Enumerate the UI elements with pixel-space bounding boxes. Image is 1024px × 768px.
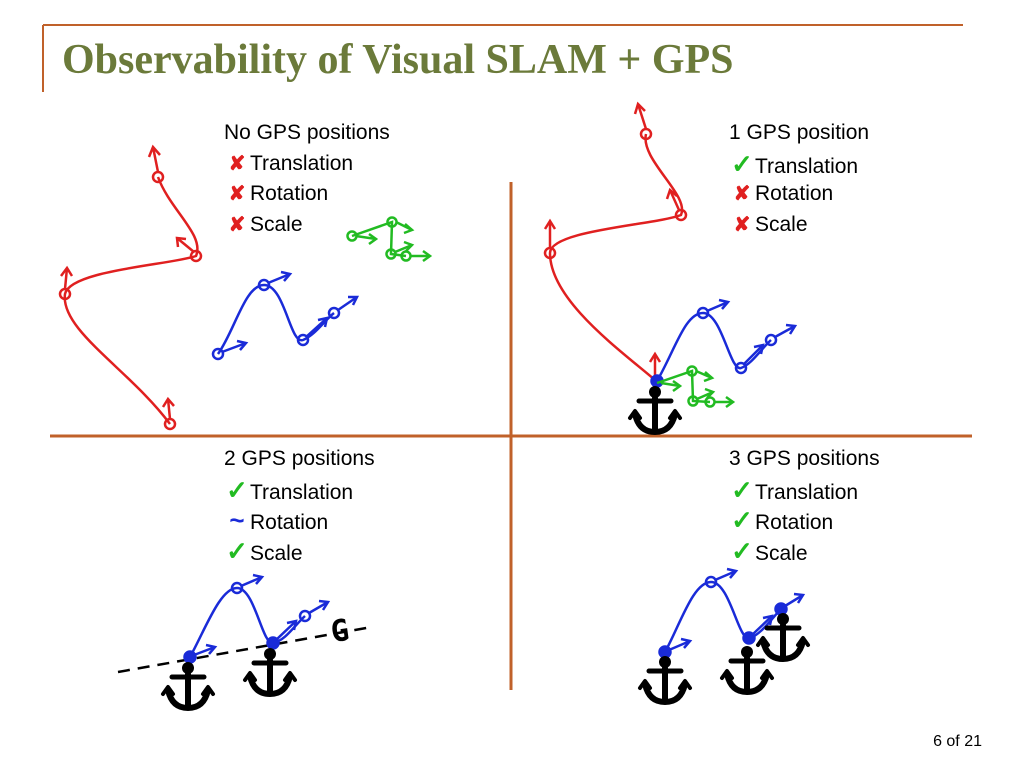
cross-icon: ✘	[228, 213, 246, 236]
status-row-rotation: ~Rotation	[224, 505, 375, 536]
check-icon: ✓	[226, 535, 248, 566]
anchor-icon	[722, 646, 772, 692]
status-row-translation: ✓Translation	[224, 475, 375, 506]
anchor-icon	[630, 386, 680, 432]
status-row-scale: ✓Scale	[224, 536, 375, 567]
status-label: Rotation	[250, 182, 329, 205]
anchor-icon	[640, 656, 690, 702]
title-bar-decoration	[42, 24, 963, 92]
status-label: Scale	[755, 212, 808, 236]
status-label: Rotation	[755, 511, 834, 534]
status-row-rotation: ✘Rotation	[224, 179, 390, 210]
status-row-translation: ✓Translation	[729, 149, 869, 180]
panel-heading: 3 GPS positions	[729, 447, 880, 470]
status-row-translation: ✓Translation	[729, 475, 880, 506]
blue-trajectory-panel-1	[211, 270, 360, 361]
cross-icon: ✘	[228, 183, 246, 205]
panel-3-gps: 3 GPS positions ✓Translation ✓Rotation ✓…	[729, 444, 880, 566]
page-number: 6 of 21	[933, 733, 982, 750]
panel-1-gps: 1 GPS position ✓Translation ✘Rotation ✘S…	[729, 118, 869, 240]
gps-line	[117, 625, 373, 674]
approx-icon: ~	[229, 505, 245, 535]
panel-heading: No GPS positions	[224, 121, 390, 144]
green-trajectory-panel-2	[656, 365, 736, 409]
red-trajectory-panel-1	[58, 144, 203, 431]
status-label: Scale	[755, 541, 808, 565]
cross-icon: ✘	[228, 152, 246, 175]
status-row-rotation: ✓Rotation	[729, 505, 880, 536]
slide-title: Observability of Visual SLAM + GPS	[62, 37, 734, 83]
check-icon: ✓	[731, 474, 753, 505]
status-label: Translation	[250, 151, 354, 175]
status-row-scale: ✘Scale	[729, 210, 869, 241]
panel-heading: 2 GPS positions	[224, 447, 375, 470]
blue-trajectory-panel-3	[183, 573, 331, 664]
red-trajectory-panel-2	[543, 101, 688, 381]
anchor-icon	[245, 648, 295, 694]
status-label: Rotation	[755, 182, 834, 205]
status-label: Translation	[755, 480, 859, 504]
anchor-icon	[758, 613, 808, 659]
status-label: Scale	[250, 541, 303, 565]
panel-no-gps: No GPS positions ✘Translation ✘Rotation …	[224, 118, 390, 240]
status-row-scale: ✓Scale	[729, 536, 880, 567]
panel-heading: 1 GPS position	[729, 121, 870, 144]
green-trajectory-panel-1	[346, 216, 433, 263]
blue-trajectory-panel-2	[650, 298, 798, 388]
status-label: Scale	[250, 212, 303, 236]
status-label: Translation	[250, 480, 354, 504]
status-label: Translation	[755, 154, 859, 178]
status-row-rotation: ✘Rotation	[729, 179, 869, 210]
cross-icon: ✘	[733, 183, 751, 205]
check-icon: ✓	[731, 535, 753, 566]
check-icon: ✓	[731, 505, 753, 535]
anchor-icon	[163, 662, 213, 708]
panel-2-gps: 2 GPS positions ✓Translation ~Rotation ✓…	[224, 444, 375, 566]
check-icon: ✓	[226, 474, 248, 505]
status-row-translation: ✘Translation	[224, 149, 390, 180]
cross-icon: ✘	[733, 213, 751, 236]
status-label: Rotation	[250, 511, 329, 534]
check-icon: ✓	[731, 148, 753, 179]
status-row-scale: ✘Scale	[224, 210, 390, 241]
